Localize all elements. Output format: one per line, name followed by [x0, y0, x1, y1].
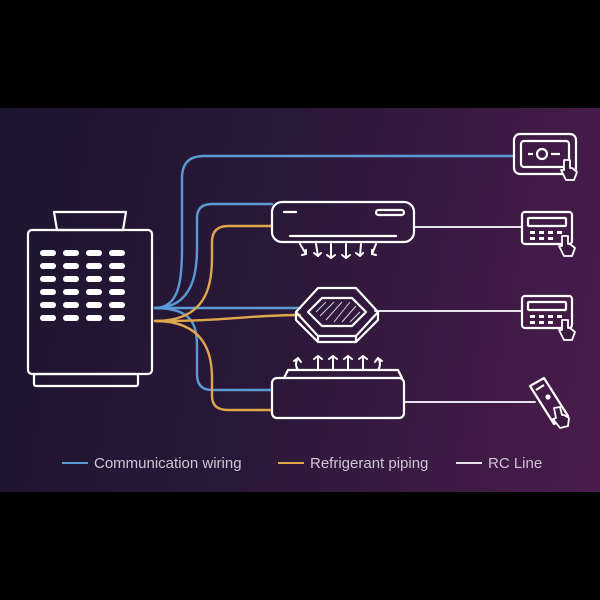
- legend-label-rc-line: RC Line: [488, 454, 543, 472]
- legend-label-communication: Communication wiring: [94, 454, 242, 472]
- airflow-down-arrows-icon: [299, 243, 377, 259]
- legend: Communication wiring Refrigerant piping …: [0, 452, 600, 474]
- refrigerant-pipe-wall-unit: [153, 224, 274, 323]
- comm-wire-ducted-unit: [153, 306, 274, 392]
- system-diagram: [26, 132, 578, 429]
- tap-hand-icon: [552, 406, 570, 429]
- legend-item-communication: Communication wiring: [62, 452, 242, 474]
- tap-hand-icon: [558, 235, 576, 257]
- tap-hand-icon: [558, 319, 576, 341]
- central-touch-controller-icon: [512, 132, 578, 181]
- legend-swatch-communication: [62, 462, 88, 464]
- refrigerant-pipe-ducted-unit: [153, 319, 274, 412]
- wired-controller-icon-2: [520, 294, 576, 341]
- outdoor-unit-vents: [40, 250, 125, 321]
- wireless-remote-controller-icon: [528, 376, 570, 429]
- tap-hand-icon: [560, 159, 578, 181]
- legend-item-refrigerant: Refrigerant piping: [278, 452, 428, 474]
- comm-wire-wall-unit: [153, 202, 274, 310]
- outdoor-unit-icon: [26, 210, 154, 388]
- refrigerant-piping: [153, 224, 302, 412]
- rc-lines: [374, 226, 536, 403]
- ducted-unit-icon: [270, 355, 406, 420]
- legend-swatch-rc-line: [456, 462, 482, 464]
- wired-controller-icon-1: [520, 210, 576, 257]
- airflow-up-arrows-icon: [293, 355, 383, 371]
- ceiling-cassette-unit-icon: [294, 286, 380, 344]
- wall-mounted-unit-icon: [270, 200, 416, 259]
- legend-label-refrigerant: Refrigerant piping: [310, 454, 429, 472]
- comm-wire-central-controller: [153, 154, 514, 310]
- refrigerant-pipe-cassette-unit: [153, 313, 302, 323]
- diagram-panel: Communication wiring Refrigerant piping …: [0, 108, 600, 492]
- communication-wiring: [153, 154, 514, 392]
- legend-item-rc-line: RC Line: [456, 452, 542, 474]
- legend-swatch-refrigerant: [278, 462, 304, 464]
